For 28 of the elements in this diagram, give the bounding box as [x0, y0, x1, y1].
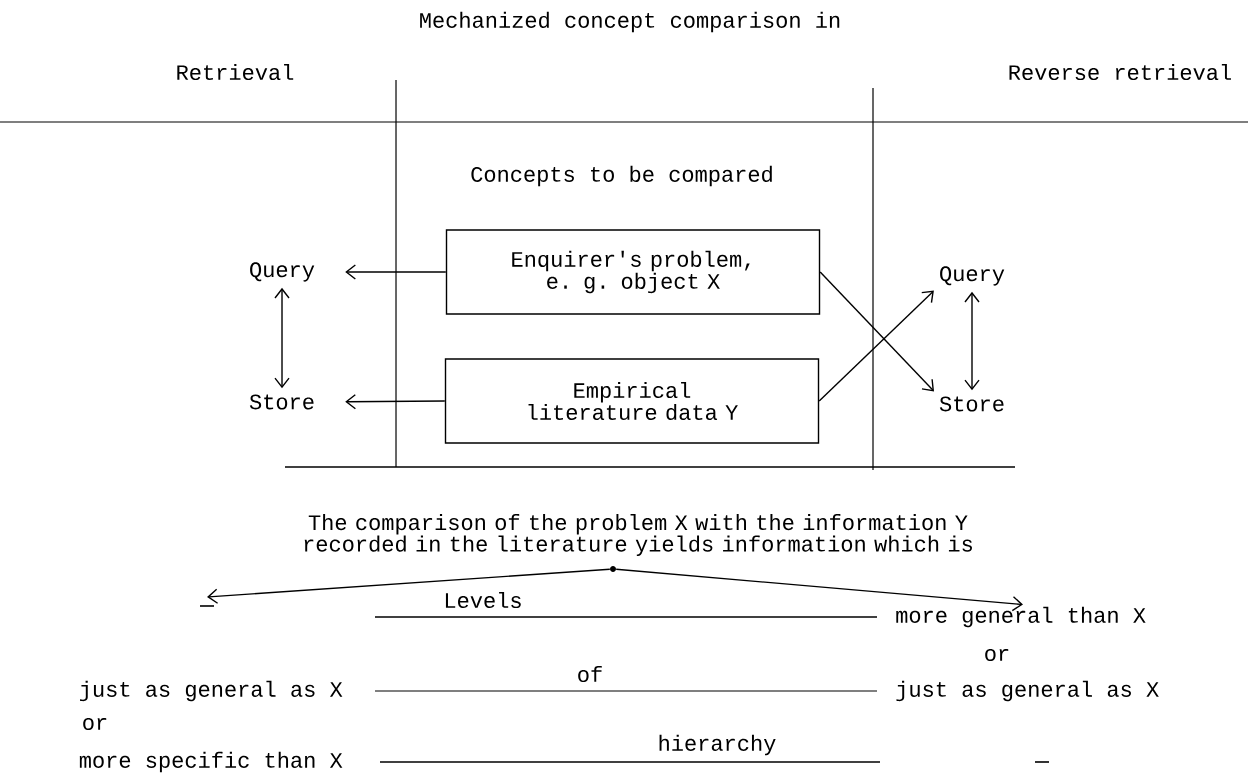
arrow	[345, 394, 446, 410]
arrow	[207, 568, 611, 604]
option-text: just as general as X	[896, 680, 1159, 702]
column-heading: Retrieval	[177, 63, 294, 81]
row-label: Store	[249, 394, 314, 410]
option-text: just as general as X	[80, 680, 343, 702]
arrow	[615, 568, 1023, 612]
option-text: more general than X	[896, 606, 1146, 628]
arrow	[964, 291, 980, 391]
description-text: The comparison of the problem X with the information Y recorded in the literature yields information which is	[304, 514, 972, 556]
section-heading: Concepts to be compared	[471, 165, 772, 187]
arrow	[819, 271, 935, 392]
arrow	[274, 287, 290, 389]
row-label: Store	[939, 396, 1004, 412]
option-text: or	[985, 648, 1009, 661]
title: Mechanized concept comparison in	[420, 11, 840, 33]
process-box: Empirical literature data Y	[444, 358, 820, 444]
row-label: Query	[940, 266, 1005, 286]
axis-text: Levels	[445, 591, 521, 609]
process-box: Enquirer's problem, e. g. object X	[445, 229, 821, 315]
axis-text: of	[578, 665, 602, 683]
option-text: or	[83, 717, 107, 731]
column-heading: Reverse retrieval	[1009, 63, 1231, 81]
arrow	[818, 290, 934, 402]
row-label: Query	[250, 262, 315, 282]
arrow	[345, 264, 447, 280]
axis-text: hierarchy	[659, 734, 776, 756]
option-text: more specific than X	[79, 751, 343, 773]
